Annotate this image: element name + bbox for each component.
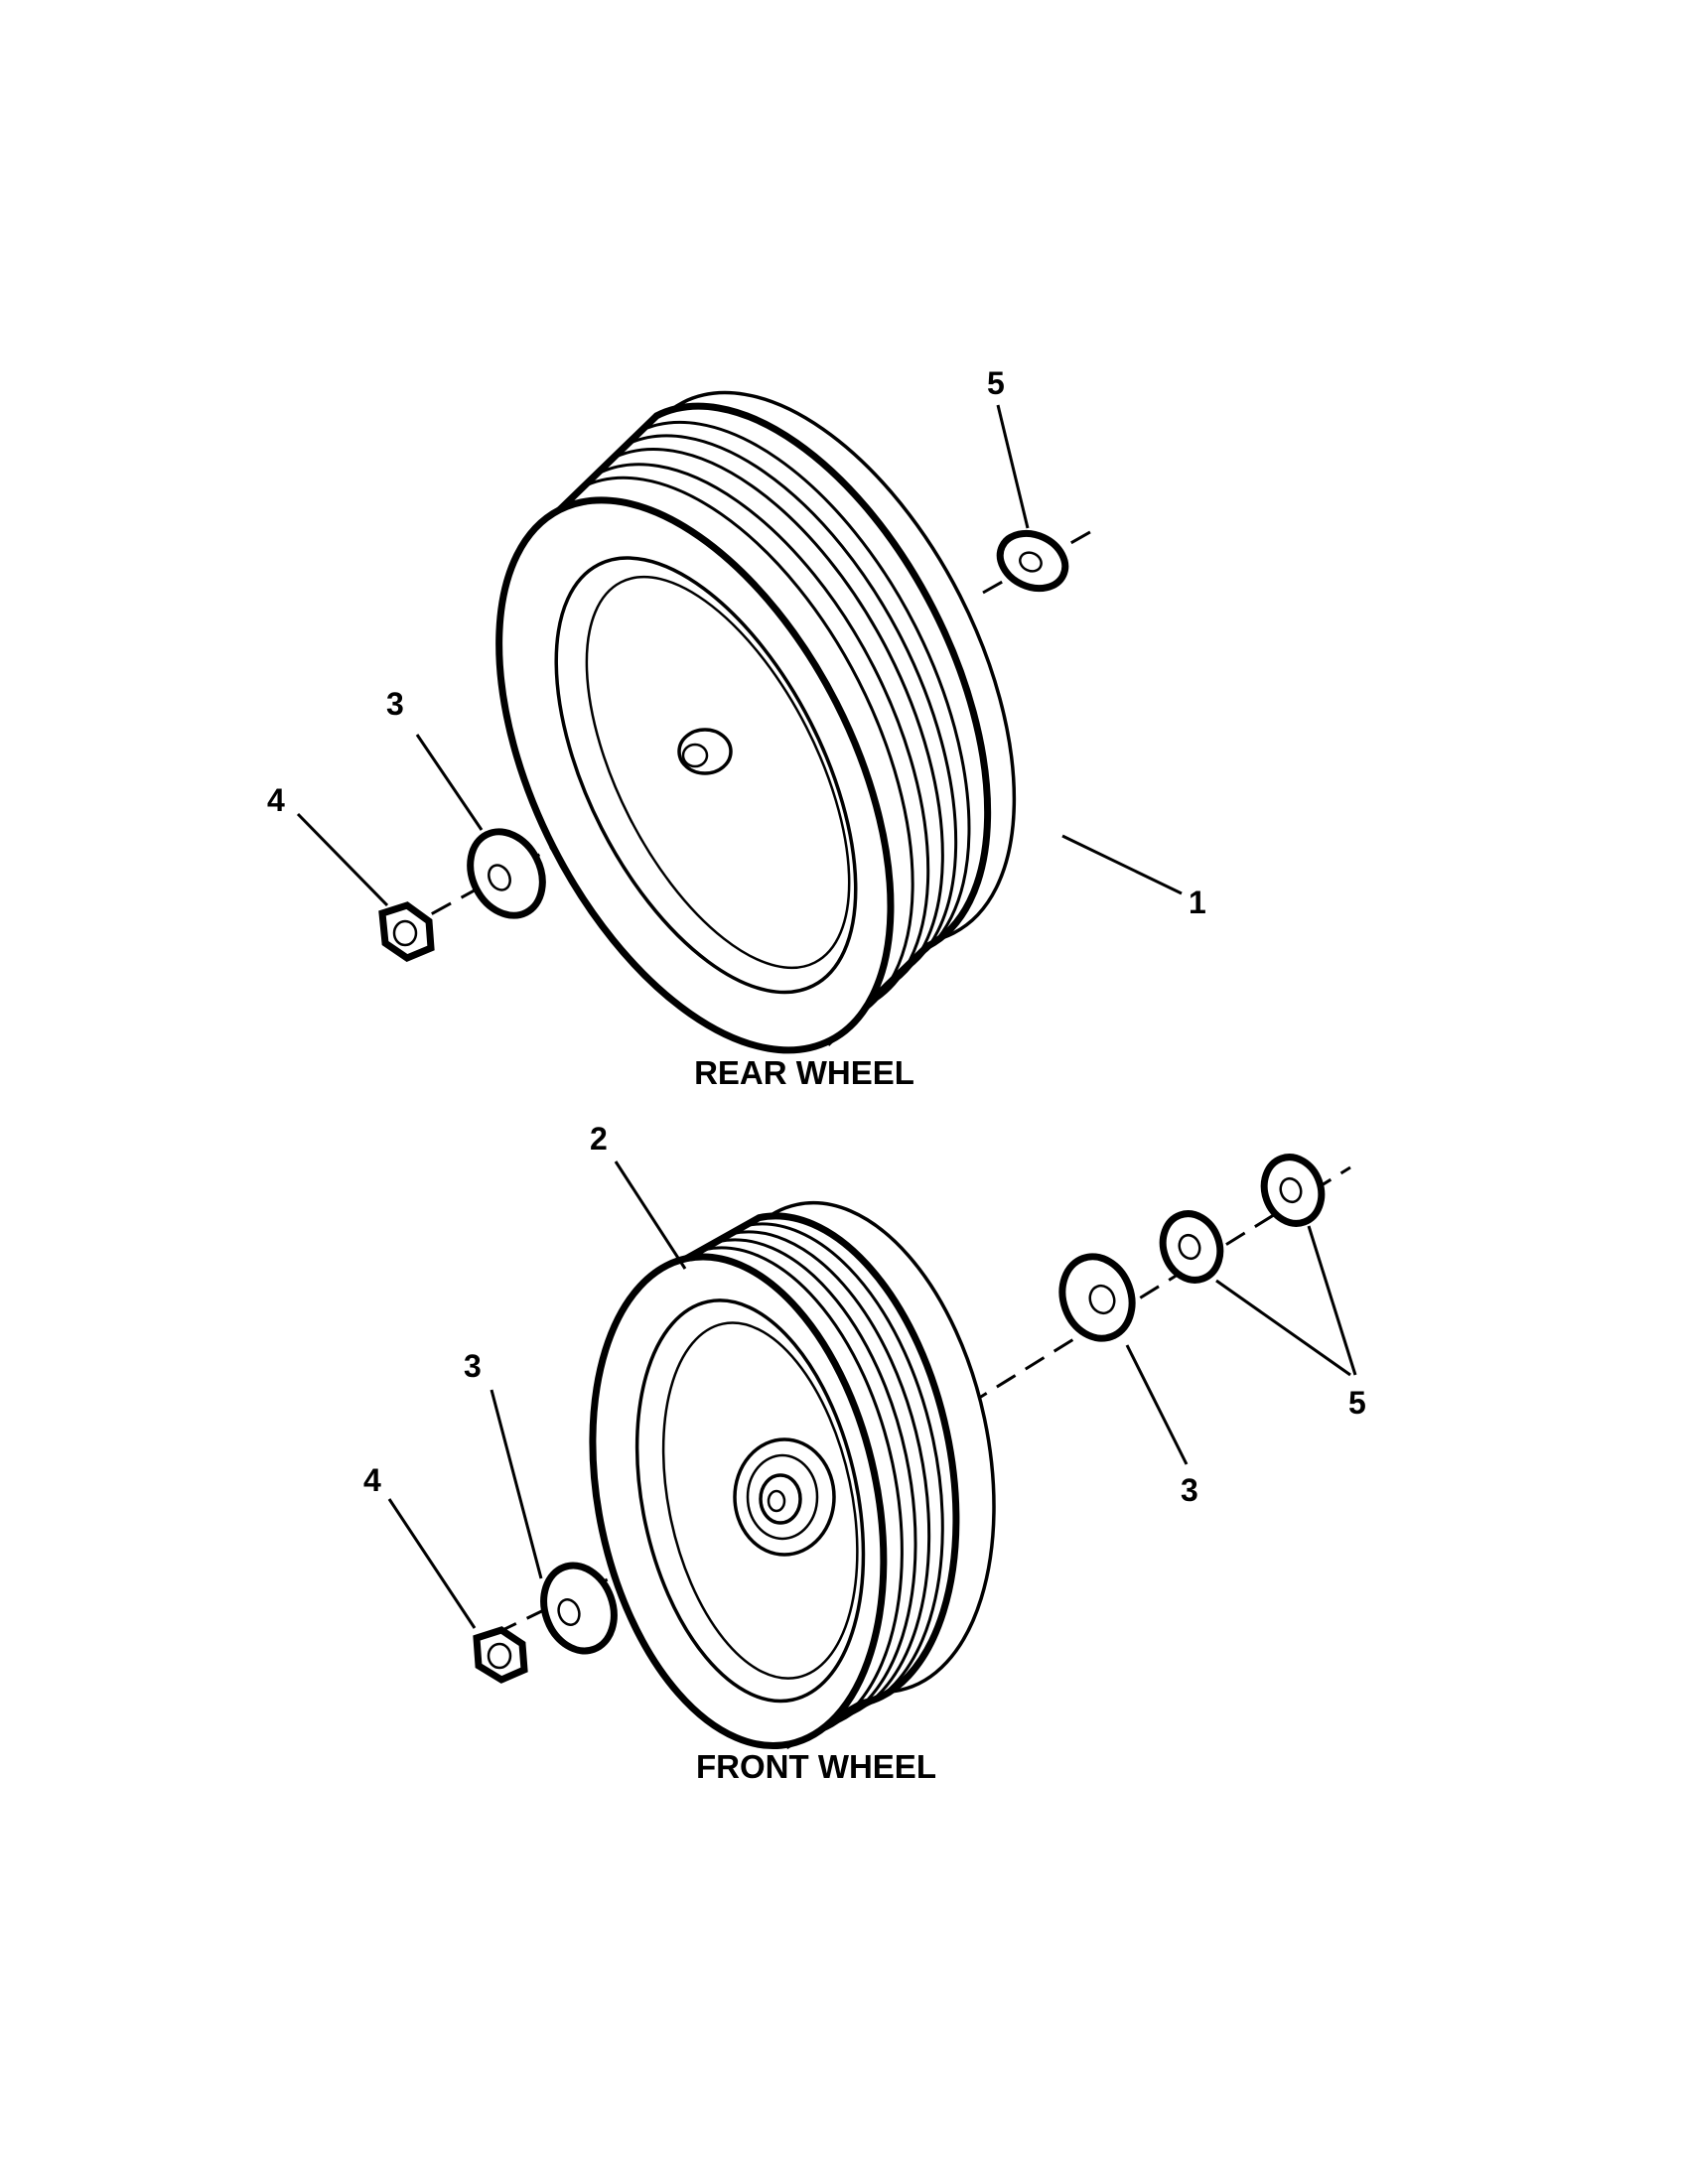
rear-wheel-tire bbox=[495, 390, 1017, 1054]
front-washer-b bbox=[1260, 1154, 1326, 1227]
front-leader-4 bbox=[387, 1498, 477, 1629]
front-callout-3-left: 3 bbox=[464, 1348, 482, 1384]
rear-callout-5: 5 bbox=[987, 365, 1005, 401]
rear-leader-4 bbox=[296, 812, 389, 907]
rear-flat-washer bbox=[467, 828, 546, 919]
front-leader-5a bbox=[1215, 1279, 1351, 1377]
rear-wheel-assembly: 1 3 4 5 REAR WHEEL bbox=[267, 365, 1206, 1091]
front-right-spacer bbox=[1058, 1253, 1136, 1342]
rear-leader-3 bbox=[415, 734, 484, 831]
rear-callout-4: 4 bbox=[267, 782, 285, 818]
front-hex-nut bbox=[473, 1626, 528, 1684]
rear-axis-line-right bbox=[982, 526, 1098, 595]
rear-callout-3: 3 bbox=[386, 686, 404, 722]
front-wheel-assembly: 2 3 4 3 5 FRONT WHEEL bbox=[363, 1121, 1366, 1785]
front-callout-4: 4 bbox=[363, 1462, 381, 1498]
rear-inner-washer bbox=[996, 529, 1069, 593]
front-leader-5b bbox=[1307, 1225, 1357, 1376]
front-leader-3-right bbox=[1125, 1344, 1189, 1465]
front-leader-2 bbox=[614, 1160, 687, 1270]
rear-callout-1: 1 bbox=[1189, 885, 1206, 920]
rear-wheel-caption: REAR WHEEL bbox=[694, 1054, 914, 1091]
rear-leader-1 bbox=[1061, 834, 1183, 895]
front-leader-3-left bbox=[490, 1389, 543, 1579]
front-callout-5: 5 bbox=[1348, 1385, 1366, 1421]
front-hub bbox=[733, 1437, 836, 1557]
rear-leader-5 bbox=[996, 404, 1030, 529]
rear-hex-nut bbox=[378, 901, 435, 962]
rear-hub-boss bbox=[677, 728, 733, 775]
front-callout-2: 2 bbox=[590, 1121, 608, 1157]
front-left-flat-washer bbox=[540, 1562, 618, 1655]
front-wheel-caption: FRONT WHEEL bbox=[696, 1748, 936, 1785]
front-washer-a bbox=[1159, 1210, 1224, 1284]
rear-axis-line bbox=[401, 772, 686, 932]
front-callout-3-right: 3 bbox=[1181, 1472, 1198, 1508]
